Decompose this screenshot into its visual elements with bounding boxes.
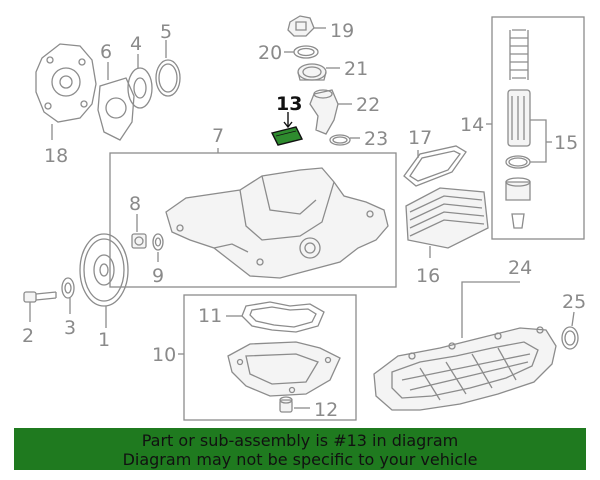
banner-line-1: Part or sub-assembly is #13 in diagram: [141, 431, 459, 450]
part-22-filler-tube: [309, 89, 352, 135]
part-16-oil-cooler: [405, 187, 489, 258]
part-13-highlighted-gasket: [270, 112, 304, 146]
part-7-upper-oil-pan: [165, 167, 389, 279]
callout-2: 2: [22, 325, 34, 347]
callout-21: 21: [344, 58, 368, 80]
callout-17: 17: [408, 127, 432, 149]
part-5-o-ring: [155, 40, 181, 97]
callout-13: 13: [276, 93, 302, 115]
callout-7: 7: [212, 125, 224, 147]
callout-16: 16: [416, 265, 440, 287]
part-9-washer: [152, 233, 164, 262]
part-1-flywheel: [79, 233, 129, 328]
part-24-intake-manifold: [373, 281, 557, 411]
callout-18: 18: [44, 145, 68, 167]
box-10-lower-pan: [183, 294, 357, 421]
callout-23: 23: [364, 128, 388, 150]
part-20-seal: [284, 45, 319, 59]
callout-5: 5: [160, 21, 172, 43]
callout-15: 15: [554, 132, 578, 154]
part-8-drain-plug: [131, 214, 147, 249]
part-21-filler-neck: [297, 63, 340, 81]
part-25-seal: [561, 311, 579, 350]
part-2-bolt: [23, 291, 57, 322]
callout-1: 1: [98, 329, 110, 351]
part-18-timing-cover: [35, 43, 97, 140]
part-23-o-ring: [329, 134, 360, 146]
part-3-washer: [61, 277, 75, 314]
part-4-pulley: [127, 54, 153, 109]
info-banner: Part or sub-assembly is #13 in diagram D…: [14, 428, 586, 470]
callout-25: 25: [562, 291, 586, 313]
callout-11: 11: [198, 305, 222, 327]
callout-24: 24: [508, 257, 532, 279]
callout-3: 3: [64, 317, 76, 339]
callout-14: 14: [460, 114, 484, 136]
callout-22: 22: [356, 94, 380, 116]
banner-line-2: Diagram may not be specific to your vehi…: [122, 450, 478, 469]
callout-12: 12: [314, 399, 338, 421]
callout-4: 4: [130, 33, 142, 55]
part-11-gasket: [226, 301, 325, 333]
callout-19: 19: [330, 20, 354, 42]
part-15-bracket: [530, 119, 552, 163]
callout-9: 9: [152, 265, 164, 287]
callout-20: 20: [258, 42, 282, 64]
callout-6: 6: [100, 41, 112, 63]
part-10-lower-pan: [227, 341, 341, 397]
callout-8: 8: [129, 193, 141, 215]
part-19-cap: [287, 15, 326, 37]
callout-10: 10: [152, 344, 176, 366]
part-6-cover: [97, 62, 135, 141]
part-12-plug: [279, 396, 310, 413]
box-7-oil-pan: [109, 152, 397, 288]
part-14-filter-housing: [505, 29, 531, 229]
box-14-oil-filter: [491, 16, 585, 240]
part-17-gasket: [403, 145, 467, 187]
